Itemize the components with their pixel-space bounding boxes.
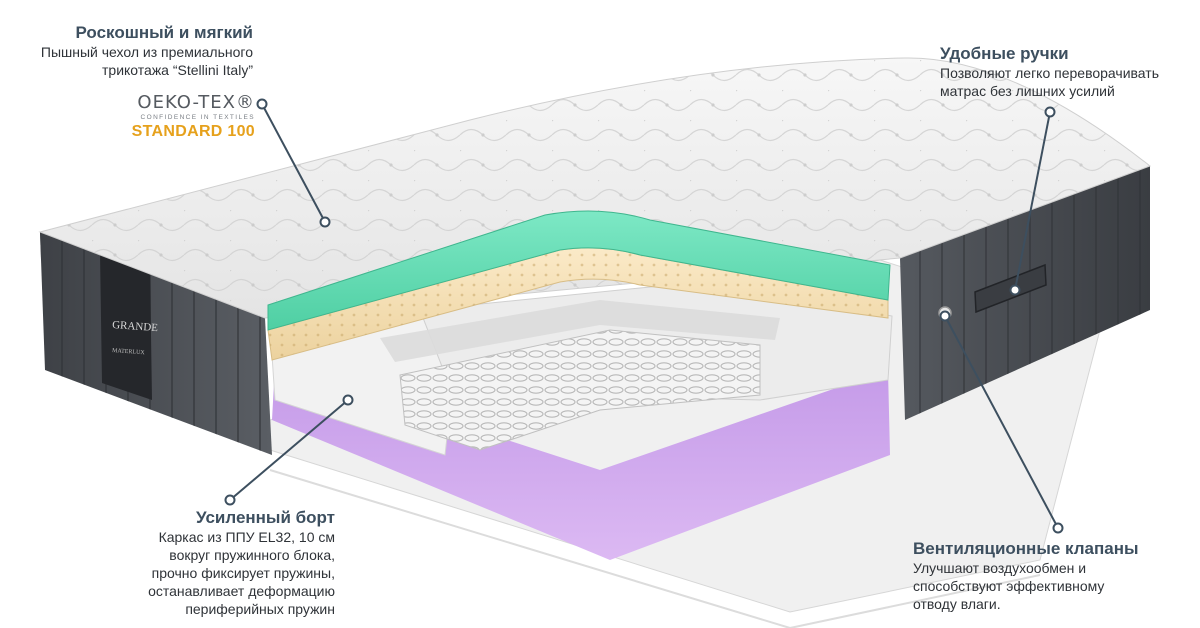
brand-label-materlux: MATERLUX xyxy=(112,348,146,356)
brand-label-grande: GRANDE xyxy=(112,319,159,334)
callout-cover-line-1: Пышный чехол из премиального xyxy=(40,44,253,60)
callout-border-line-1: Каркас из ППУ EL32, 10 см xyxy=(158,529,335,545)
green-foam-layer xyxy=(267,210,891,331)
callout-border-title: Усиленный борт xyxy=(195,508,335,527)
callout-handles: Удобные ручки Позволяют легко переворачи… xyxy=(940,43,1180,100)
oeko-tex-badge: OEKO-TEX® CONFIDENCE IN TEXTILES STANDAR… xyxy=(110,92,255,141)
callout-vents-line-3: отводу влаги. xyxy=(913,596,1001,612)
callout-handles-title: Удобные ручки xyxy=(940,44,1069,63)
brand-label-panel xyxy=(100,252,152,400)
leader-dots xyxy=(224,98,1064,534)
callout-handles-line-2: матрас без лишних усилий xyxy=(940,83,1115,99)
callout-border-line-2: вокруг пружинного блока, xyxy=(169,547,335,563)
oeko-tex-standard: STANDARD 100 xyxy=(131,123,255,140)
leader-lines xyxy=(229,103,1059,529)
callout-cover-line-2: трикотажа “Stellini Italy” xyxy=(102,62,253,78)
callout-cover: Роскошный и мягкий Пышный чехол из преми… xyxy=(18,22,253,79)
callout-cover-title: Роскошный и мягкий xyxy=(75,23,254,42)
oeko-tex-brand: OEKO-TEX® xyxy=(137,92,255,113)
callout-vents-title: Вентиляционные клапаны xyxy=(913,539,1139,558)
callout-vents-line-1: Улучшают воздухообмен и xyxy=(913,560,1087,576)
callout-border-line-5: периферийных пружин xyxy=(185,601,335,617)
purple-foam-base xyxy=(272,365,890,560)
callout-vents-line-2: способствуют эффективному xyxy=(913,578,1105,594)
pocket-spring-block xyxy=(399,329,761,451)
callout-vents: Вентиляционные клапаны Улучшают воздухоо… xyxy=(913,538,1183,613)
oeko-tex-tagline: CONFIDENCE IN TEXTILES xyxy=(140,114,255,121)
callout-border: Усиленный борт Каркас из ППУ EL32, 10 см… xyxy=(130,507,335,618)
callout-border-line-3: прочно фиксирует пружины, xyxy=(151,565,335,581)
callout-handles-line-1: Позволяют легко переворачивать xyxy=(940,65,1159,81)
callout-border-line-4: останавливает деформацию xyxy=(148,583,335,599)
